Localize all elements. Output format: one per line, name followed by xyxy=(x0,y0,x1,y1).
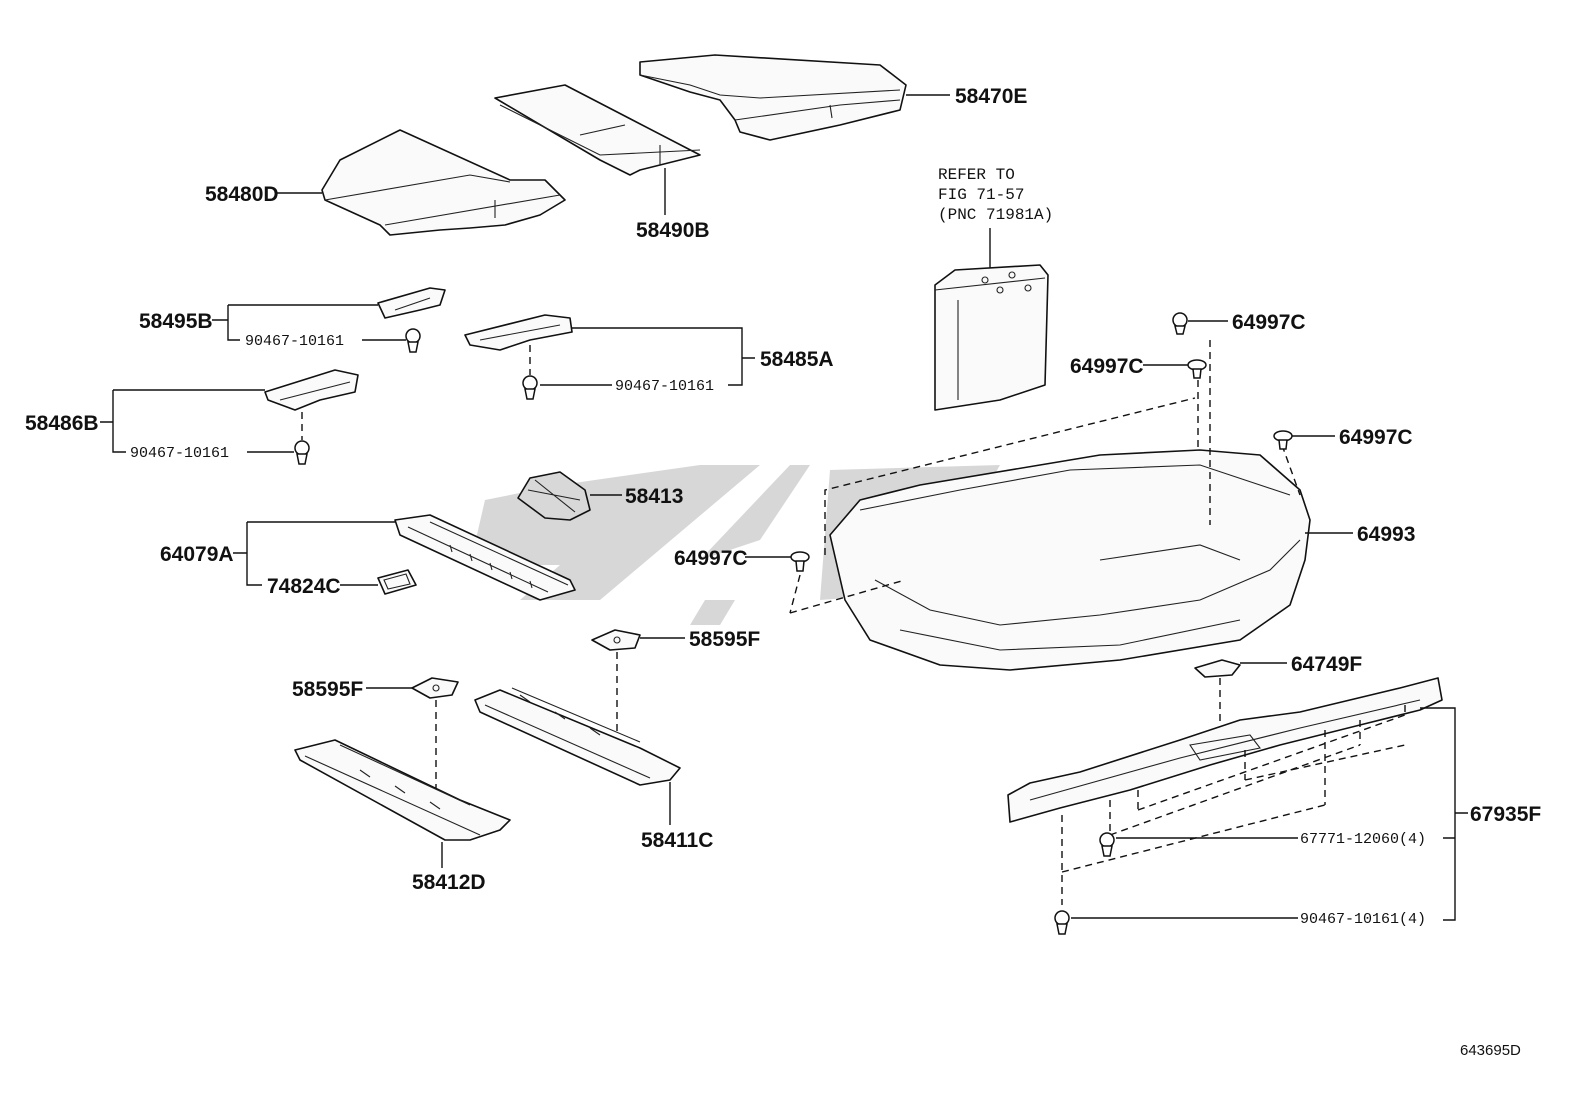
label-67771-12060: 67771-12060(4) xyxy=(1300,831,1426,848)
note-line-2: FIG 71-57 xyxy=(938,186,1024,204)
label-64997C-2: 64997C xyxy=(1070,355,1144,378)
bracket-67935F xyxy=(1071,707,1468,921)
label-64993: 64993 xyxy=(1357,523,1415,546)
note-line-1: REFER TO xyxy=(938,166,1015,184)
label-74824C: 74824C xyxy=(267,575,341,598)
label-clip-58485A: 90467-10161 xyxy=(615,378,714,395)
part-58595F-clip-upper xyxy=(591,629,641,651)
label-clip-58486B: 90467-10161 xyxy=(130,445,229,462)
part-58490B-board xyxy=(494,84,701,176)
part-58485A-cover xyxy=(464,314,573,351)
bracket-58485A xyxy=(540,327,755,386)
clip-64997C-3 xyxy=(1273,430,1293,450)
label-58495B: 58495B xyxy=(139,310,213,333)
label-58470E: 58470E xyxy=(955,85,1027,108)
diagram-reference-id: 643695D xyxy=(1460,1042,1521,1059)
clip-58495B xyxy=(405,328,421,353)
part-58486B-cover xyxy=(264,369,359,411)
part-58412D-plate xyxy=(294,739,511,841)
label-58595F-lower: 58595F xyxy=(292,678,363,701)
label-90467-10161-quad: 90467-10161(4) xyxy=(1300,911,1426,928)
label-67935F: 67935F xyxy=(1470,803,1541,826)
label-58486B: 58486B xyxy=(25,412,99,435)
label-58595F-upper: 58595F xyxy=(689,628,760,651)
dash-64993-left xyxy=(789,397,1196,614)
clip-64997C-2 xyxy=(1187,359,1207,379)
part-64993-tub xyxy=(829,449,1311,671)
label-64997C-1: 64997C xyxy=(1232,311,1306,334)
clip-58486B xyxy=(294,440,310,465)
label-clip-58495B: 90467-10161 xyxy=(245,333,344,350)
part-58495B-cover xyxy=(377,287,446,319)
part-58411C-plate xyxy=(474,687,681,786)
label-64997C-3: 64997C xyxy=(1339,426,1413,449)
label-58490B: 58490B xyxy=(636,219,710,242)
bracket-64079A xyxy=(233,521,395,586)
note-line-3: (PNC 71981A) xyxy=(938,206,1053,224)
clip-64997C-4 xyxy=(790,551,810,572)
clip-58485A xyxy=(522,375,538,400)
clip-64997C-1 xyxy=(1172,312,1188,335)
label-58413: 58413 xyxy=(625,485,683,508)
part-referenced-panel xyxy=(934,264,1049,411)
part-74824C-pad xyxy=(377,569,417,595)
bracket-58486B xyxy=(100,389,294,453)
label-64079A: 64079A xyxy=(160,543,234,566)
label-64749F: 64749F xyxy=(1291,653,1362,676)
part-64749F-clip xyxy=(1194,659,1241,678)
bracket-58495B xyxy=(212,304,406,341)
part-58413-bracket xyxy=(517,471,591,521)
part-67935F-sill xyxy=(1007,677,1443,823)
dash-64997C-4 xyxy=(789,574,801,614)
label-58411C: 58411C xyxy=(641,829,713,852)
label-58412D: 58412D xyxy=(412,871,486,894)
part-58480D-board xyxy=(321,129,566,236)
label-58485A: 58485A xyxy=(760,348,834,371)
part-58595F-clip-lower xyxy=(411,677,459,699)
label-58480D: 58480D xyxy=(205,183,279,206)
clip-67771-12060 xyxy=(1099,832,1115,857)
label-64997C-4: 64997C xyxy=(674,547,748,570)
dash-64993-right xyxy=(1197,340,1301,525)
part-58470E-board xyxy=(639,54,907,141)
part-64079A-tray xyxy=(394,514,576,601)
clip-90467-10161-quad xyxy=(1054,910,1070,935)
